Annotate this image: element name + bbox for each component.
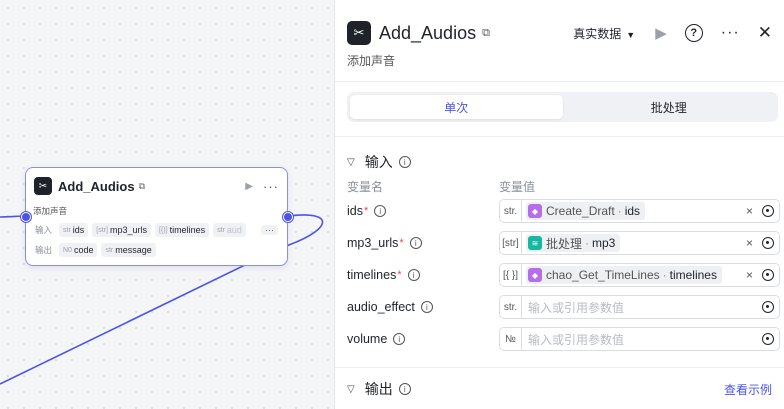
param-row: ids*i str. ◆ Create_Draft·ids × (335, 195, 784, 227)
batch-layers-icon: ≋ (528, 236, 542, 250)
input-section-title: 输入 (364, 154, 393, 170)
param-name: ids*i (347, 204, 499, 218)
caret-down-icon: ▼ (626, 29, 636, 40)
param-value-field[interactable]: str. ◆ Create_Draft·ids × (499, 199, 780, 223)
node-output-label: 输出 (35, 245, 53, 255)
col-name: 变量名 (347, 179, 384, 194)
info-icon[interactable]: i (407, 269, 420, 281)
node-input-chip: [{}]timelines (154, 223, 210, 237)
tab-batch[interactable]: 批处理 (650, 100, 687, 115)
info-icon[interactable]: i (398, 156, 411, 168)
help-icon[interactable]: ? (684, 24, 703, 42)
mode-tabs-wrap: 单次 批处理 (335, 81, 784, 137)
param-value-field[interactable]: [str] ≋ 批处理·mp3 × (499, 231, 780, 255)
node-description: 添加声音 (33, 206, 68, 216)
close-icon[interactable]: ✕ (757, 23, 772, 42)
info-icon[interactable]: i (420, 301, 433, 313)
plugin-logo-icon: ✂ (347, 21, 371, 45)
variable-picker-icon[interactable] (762, 269, 774, 281)
variable-picker-icon[interactable] (762, 205, 774, 217)
data-mode-dropdown[interactable]: 真实数据▼ (573, 26, 636, 41)
param-value-field[interactable]: str. 输入或引用参数值 (499, 295, 780, 319)
node-input-chip: [str]mp3_urls (92, 223, 151, 237)
param-name: timelines*i (347, 268, 499, 282)
required-mark: * (397, 269, 402, 281)
node-output-port[interactable] (283, 212, 293, 222)
param-row: mp3_urls*i [str] ≋ 批处理·mp3 × (335, 227, 784, 259)
param-type: str. (500, 296, 522, 318)
param-type: [{ }] (500, 264, 522, 286)
node-cube-icon: ◆ (528, 268, 542, 282)
input-section-header[interactable]: ▽ 输入 i (335, 147, 784, 177)
param-name: mp3_urls*i (347, 236, 499, 250)
clear-icon[interactable]: × (745, 236, 753, 250)
node-inputs-more[interactable]: ··· (261, 225, 278, 235)
mode-tabs: 单次 批处理 (347, 92, 778, 122)
node-input-label: 输入 (35, 225, 53, 235)
node-input-port[interactable] (21, 212, 31, 222)
node-config-panel: ✂ Add_Audios ⧉ 真实数据▼ ▶ ? ··· ✕ 添加声音 单次 批… (334, 0, 784, 409)
clear-icon[interactable]: × (745, 204, 753, 218)
plugin-logo-icon: ✂ (34, 177, 52, 195)
variable-picker-icon[interactable] (762, 333, 774, 345)
output-section-title: 输出 (364, 381, 393, 397)
variable-picker-icon[interactable] (762, 237, 774, 249)
reference-tag[interactable]: ◆ chao_Get_TimeLines·timelines (526, 266, 722, 284)
panel-header: ✂ Add_Audios ⧉ 真实数据▼ ▶ ? ··· ✕ (335, 12, 784, 54)
section-divider (335, 367, 784, 368)
panel-description: 添加声音 (347, 54, 396, 68)
run-button[interactable]: ▶ (655, 25, 667, 42)
node-cube-icon: ◆ (528, 204, 542, 218)
info-icon[interactable]: i (398, 383, 411, 395)
info-icon[interactable]: i (409, 237, 422, 249)
param-row: timelines*i [{ }] ◆ chao_Get_TimeLines·t… (335, 259, 784, 291)
param-input-placeholder[interactable]: 输入或引用参数值 (528, 300, 625, 315)
view-example-link[interactable]: 查看示例 (723, 382, 772, 397)
param-value-field[interactable]: [{ }] ◆ chao_Get_TimeLines·timelines × (499, 263, 780, 287)
chevron-down-icon[interactable]: ▽ (347, 383, 355, 395)
required-mark: * (399, 237, 404, 249)
col-value: 变量值 (499, 179, 536, 194)
more-button[interactable]: ··· (720, 24, 740, 41)
info-icon[interactable]: i (374, 205, 387, 217)
chevron-down-icon[interactable]: ▽ (347, 156, 355, 168)
reference-tag[interactable]: ◆ Create_Draft·ids (526, 202, 646, 220)
node-title: Add_Audios (58, 178, 135, 194)
reference-tag[interactable]: ≋ 批处理·mp3 (526, 234, 621, 252)
param-type: [str] (500, 232, 522, 254)
output-section-header[interactable]: ▽ 输出 i 查看示例 (335, 374, 784, 404)
required-mark: * (363, 205, 369, 217)
tab-single[interactable]: 单次 (350, 95, 563, 119)
template-icon: ⧉ (138, 180, 145, 191)
node-run-button[interactable]: ▶ (245, 180, 253, 192)
param-input-placeholder[interactable]: 输入或引用参数值 (528, 332, 625, 347)
variable-picker-icon[interactable] (762, 301, 774, 313)
panel-title: Add_Audios (379, 22, 477, 43)
clear-icon[interactable]: × (745, 268, 753, 282)
info-icon[interactable]: i (393, 333, 406, 345)
param-value-field[interactable]: № 输入或引用参数值 (499, 327, 780, 351)
param-type: str. (500, 200, 522, 222)
param-column-header: 变量名 变量值 (335, 177, 784, 195)
param-type: № (500, 328, 522, 350)
node-more-button[interactable]: ··· (263, 178, 279, 194)
template-icon: ⧉ (482, 26, 490, 39)
